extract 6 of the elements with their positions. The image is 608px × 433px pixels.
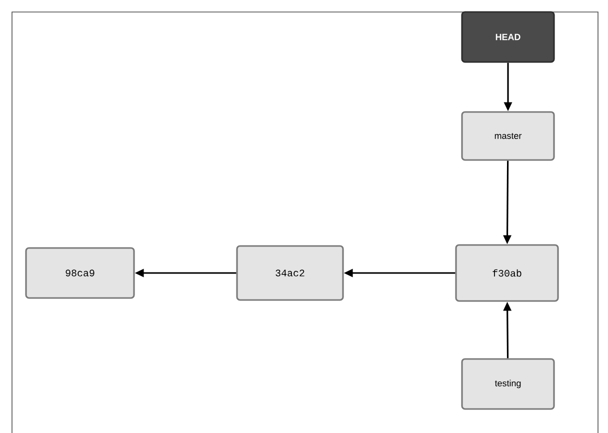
branch-box: testing xyxy=(461,358,555,410)
branch-box: master xyxy=(461,111,555,161)
commit-box: 34ac2 xyxy=(236,245,344,301)
commit-box: 98ca9 xyxy=(25,247,135,299)
pointer-box: HEAD xyxy=(461,11,555,63)
commit-box: f30ab xyxy=(455,244,559,302)
